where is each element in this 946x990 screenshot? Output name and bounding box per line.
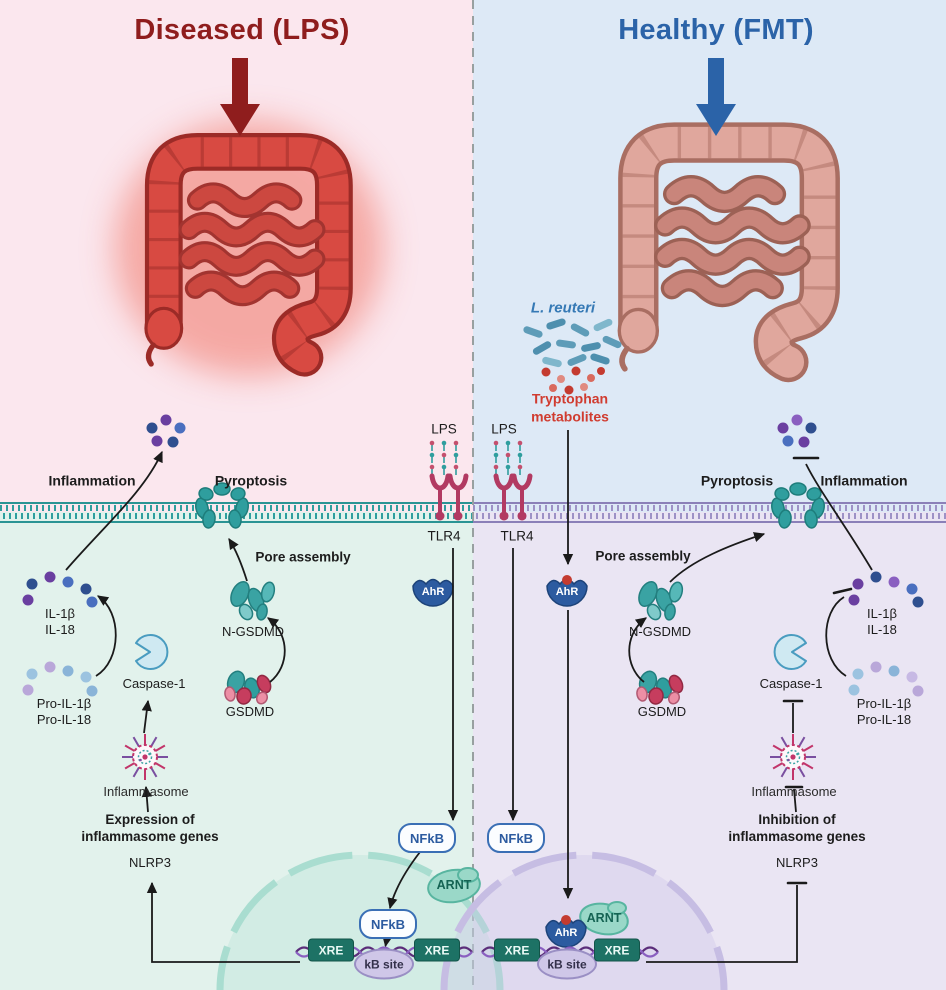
diseased-title: Diseased (LPS) bbox=[134, 13, 350, 46]
xre-box-right-1: XRE bbox=[494, 938, 540, 962]
pro-il-dots-left bbox=[22, 661, 98, 697]
n-gsdmd-left-icon bbox=[230, 580, 276, 621]
genes-label-right: Inhibition of inflammasome genes bbox=[728, 812, 866, 844]
inhibition-t-bars bbox=[782, 456, 853, 885]
pro-il-label-left: Pro-IL-1β Pro-IL-18 bbox=[36, 695, 92, 727]
arnt-right-icon bbox=[579, 901, 629, 936]
ahr-receptor-left-icon bbox=[412, 578, 454, 607]
nfkb-oval-left: NFkB bbox=[398, 823, 456, 853]
nlrp3-label-left: NLRP3 bbox=[129, 854, 171, 870]
nfkb-oval-right: NFkB bbox=[487, 823, 545, 853]
arnt-label-right: ARNT bbox=[586, 911, 622, 926]
inflammation-label-left: Inflammation bbox=[48, 472, 136, 489]
nfkb-oval-left-nuclear: NFkB bbox=[359, 909, 417, 939]
secreted-cytokine-dots-left bbox=[146, 414, 186, 448]
ahr-nuclear-right-icon bbox=[545, 918, 587, 948]
lps-molecules-right-icon bbox=[493, 440, 523, 475]
genes-label-left: Expression of inflammasome genes bbox=[81, 812, 219, 844]
tlr4-receptor-left-icon bbox=[429, 473, 469, 521]
kb-site-right: kB site bbox=[537, 948, 597, 980]
tryptophan-metabolites-icon bbox=[541, 366, 605, 395]
inflammasome-label-right: Inflammasome bbox=[751, 783, 837, 799]
caspase1-label-left: Caspase-1 bbox=[122, 675, 186, 691]
n-gsdmd-label-left: N-GSDMD bbox=[221, 623, 285, 639]
xre-box-right-2: XRE bbox=[594, 938, 640, 962]
tlr4-label-left: TLR4 bbox=[427, 528, 461, 544]
l-reuteri-bacteria-icon bbox=[523, 318, 622, 368]
metabolite-ligand-dot-nuclear bbox=[561, 915, 571, 925]
nlrp3-label-right: NLRP3 bbox=[776, 854, 818, 870]
inflammation-label-right: Inflammation bbox=[820, 472, 908, 489]
arnt-label-left: ARNT bbox=[436, 878, 472, 893]
caspase1-label-right: Caspase-1 bbox=[759, 675, 823, 691]
il-cytokine-dots-right bbox=[848, 571, 924, 608]
gsdmd-right-icon bbox=[636, 670, 684, 705]
pyroptosis-label-right: Pyroptosis bbox=[700, 472, 774, 489]
pyroptosis-label-left: Pyroptosis bbox=[214, 472, 288, 489]
healthy-down-arrow bbox=[696, 58, 736, 136]
gsdmd-label-left: GSDMD bbox=[225, 703, 275, 719]
ahr-receptor-right-icon bbox=[546, 578, 588, 607]
healthy-title: Healthy (FMT) bbox=[618, 13, 814, 46]
tryptophan-metabolites-label: Tryptophan metabolites bbox=[531, 390, 609, 425]
inflamed-intestine-icon bbox=[114, 120, 384, 377]
inflammasome-right-icon bbox=[770, 734, 816, 780]
inflammasome-left-icon bbox=[122, 734, 168, 780]
diseased-down-arrow bbox=[220, 58, 260, 136]
pathway-arrows-right bbox=[507, 430, 873, 963]
pore-assembly-label-left: Pore assembly bbox=[255, 549, 351, 565]
tlr4-label-right: TLR4 bbox=[500, 528, 534, 544]
gsdmd-left-icon bbox=[224, 670, 272, 705]
il-label-left: IL-1β IL-18 bbox=[45, 605, 75, 637]
il-label-right: IL-1β IL-18 bbox=[867, 605, 897, 637]
caspase1-right-icon bbox=[773, 634, 807, 670]
lps-molecules-left-icon bbox=[429, 440, 459, 475]
ahr-label-right-nuclear: AhR bbox=[554, 927, 578, 940]
metabolite-ligand-dot bbox=[562, 575, 572, 585]
ahr-label-left: AhR bbox=[421, 586, 445, 599]
inflammasome-label-left: Inflammasome bbox=[103, 783, 189, 799]
il-cytokine-dots-left bbox=[22, 571, 98, 608]
n-gsdmd-label-right: N-GSDMD bbox=[628, 623, 692, 639]
tlr4-receptor-right-icon bbox=[493, 473, 533, 521]
secreted-cytokine-dots-right bbox=[777, 414, 817, 448]
lps-label-right: LPS bbox=[491, 421, 517, 437]
membrane-pore-left-icon bbox=[195, 482, 249, 529]
cell-membrane-right bbox=[473, 502, 946, 523]
xre-box-left-1: XRE bbox=[308, 938, 354, 962]
l-reuteri-label: L. reuteri bbox=[530, 299, 596, 317]
membrane-pore-right-icon bbox=[771, 482, 825, 529]
pro-il-label-right: Pro-IL-1β Pro-IL-18 bbox=[856, 695, 912, 727]
healthy-intestine-icon bbox=[617, 122, 840, 383]
arnt-left-icon bbox=[427, 867, 481, 904]
caspase1-left-icon bbox=[135, 634, 169, 670]
ahr-label-right-membrane: AhR bbox=[555, 586, 579, 599]
n-gsdmd-right-icon bbox=[638, 580, 684, 621]
gsdmd-label-right: GSDMD bbox=[637, 703, 687, 719]
pathway-arrows-left bbox=[65, 450, 459, 963]
pore-assembly-label-right: Pore assembly bbox=[595, 548, 691, 564]
lps-label-left: LPS bbox=[431, 421, 457, 437]
xre-box-left-2: XRE bbox=[414, 938, 460, 962]
kb-site-left: kB site bbox=[354, 948, 414, 980]
pro-il-dots-right bbox=[848, 661, 924, 697]
